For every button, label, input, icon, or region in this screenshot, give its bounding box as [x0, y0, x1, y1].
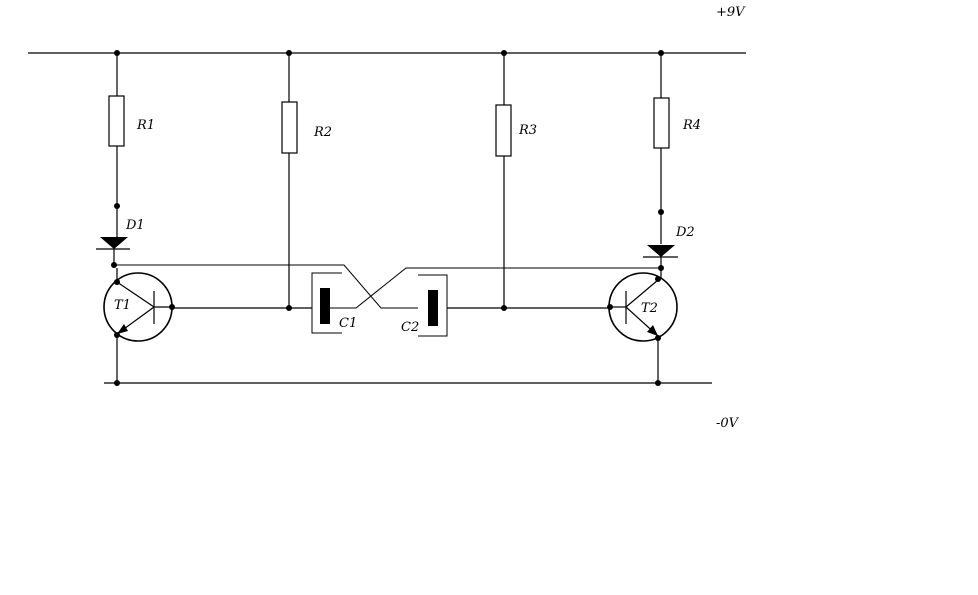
capacitor-c2-label: C2 — [401, 320, 419, 335]
junction-dot — [658, 265, 664, 271]
junction-dot — [655, 276, 661, 282]
transistor-t2-collector — [625, 279, 659, 308]
junction-dot — [501, 305, 507, 311]
capacitor-c2-plate — [418, 274, 448, 337]
junction-dot — [658, 209, 664, 215]
resistor-r4 — [653, 97, 670, 149]
resistor-r1-label: R1 — [136, 118, 155, 133]
diode-d1 — [100, 237, 128, 249]
resistor-r3 — [495, 104, 512, 157]
capacitor-c1 — [320, 288, 330, 324]
resistor-r2 — [281, 101, 298, 154]
capacitor-c1-label: C1 — [339, 316, 357, 331]
junction-dot — [169, 304, 175, 310]
transistor-t1-collector — [116, 281, 155, 308]
capacitor-c1-plate — [311, 272, 342, 334]
junction-dot — [114, 380, 120, 386]
transistor-t1-label: T1 — [114, 298, 131, 313]
transistor-t1-arrow — [117, 324, 128, 334]
junction-dot — [114, 279, 120, 285]
resistor-r3-label: R3 — [518, 123, 537, 138]
junction-dot — [607, 304, 613, 310]
cross-wire-t2-collector — [330, 267, 658, 309]
diode-d2-label: D2 — [675, 225, 695, 240]
junction-dot — [655, 380, 661, 386]
ground-rail-label: -0V — [716, 416, 740, 431]
cross-wire-t1-collector — [114, 264, 418, 309]
junction-dot — [114, 203, 120, 209]
capacitor-c2 — [428, 290, 438, 326]
positive-rail-label: +9V — [716, 5, 746, 20]
transistor-t2-label: T2 — [641, 301, 658, 316]
transistor-t2-arrow — [647, 325, 658, 336]
diode-d1-label: D1 — [125, 218, 145, 233]
diode-d2 — [647, 245, 675, 257]
resistor-r1 — [108, 95, 125, 147]
resistor-r2-label: R2 — [313, 125, 332, 140]
resistor-r4-label: R4 — [682, 118, 701, 133]
